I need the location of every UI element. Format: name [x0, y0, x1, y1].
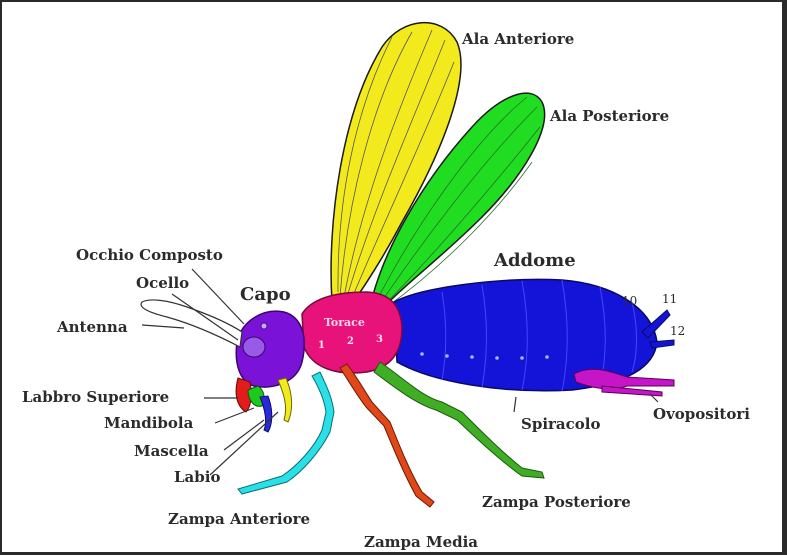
label-labio: Labio — [174, 468, 220, 486]
label-antenna: Antenna — [56, 318, 128, 336]
label-ovopositori: Ovopositori — [653, 405, 750, 423]
label-ala-anteriore: Ala Anteriore — [461, 30, 574, 48]
thorax — [302, 292, 402, 373]
thorax-segment-3: 3 — [376, 334, 383, 345]
label-labbro-superiore: Labbro Superiore — [22, 388, 169, 406]
segment-number-10: 10 — [622, 294, 637, 308]
ocellus — [261, 323, 267, 329]
labium — [278, 378, 292, 422]
ovipositor-blade — [602, 386, 662, 396]
segment-number-12: 12 — [670, 324, 685, 338]
midleg — [340, 364, 434, 507]
label-spiracolo: Spiracolo — [521, 415, 600, 433]
label-zampa-anteriore: Zampa Anteriore — [168, 510, 310, 528]
segment-number-11: 11 — [662, 292, 677, 306]
label-zampa-media: Zampa Media — [364, 533, 478, 551]
label-ala-posteriore: Ala Posteriore — [549, 107, 669, 125]
cercus-12 — [650, 340, 674, 348]
label-mandibola: Mandibola — [104, 414, 194, 432]
label-capo: Capo — [240, 284, 291, 305]
thorax-segment-1: 1 — [318, 340, 325, 351]
label-torace: Torace — [324, 316, 365, 329]
label-occhio-composto: Occhio Composto — [76, 246, 223, 264]
label-addome: Addome — [493, 250, 576, 271]
label-zampa-posteriore: Zampa Posteriore — [482, 493, 631, 511]
compound-eye — [243, 337, 265, 357]
label-ocello: Ocello — [136, 274, 189, 292]
thorax-segment-2: 2 — [347, 336, 354, 347]
label-mascella: Mascella — [134, 442, 209, 460]
